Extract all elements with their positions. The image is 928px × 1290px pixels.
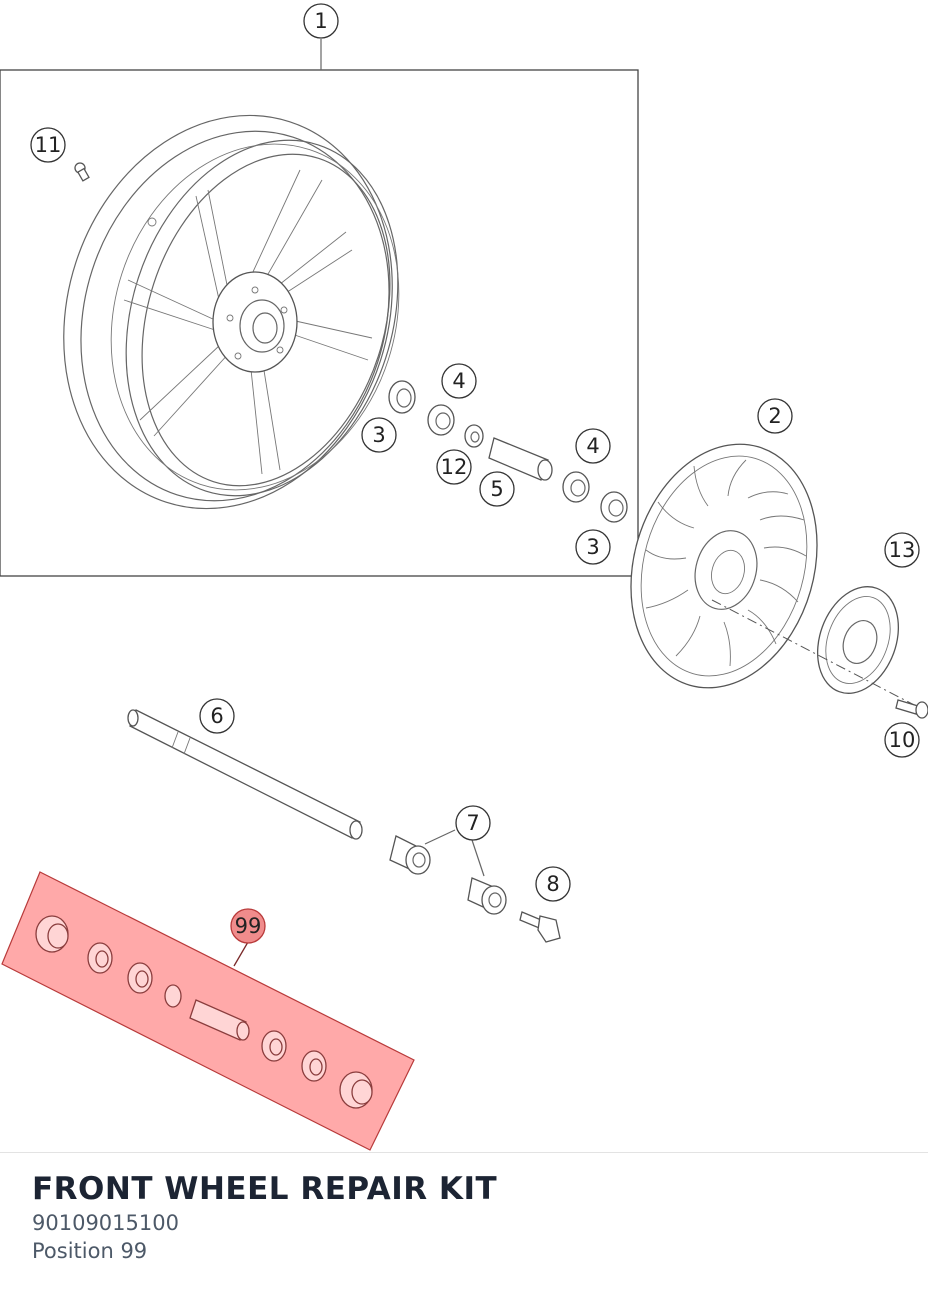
- exploded-parts-diagram: 1 11 4 3 12 5 4 3 2 13 10 6: [0, 3, 928, 1151]
- callout-1[interactable]: 1: [303, 3, 339, 39]
- svg-text:3: 3: [372, 423, 385, 447]
- wheel-axle[interactable]: [127, 709, 363, 840]
- front-wheel[interactable]: [14, 72, 443, 551]
- callout-12[interactable]: 12: [436, 449, 472, 485]
- part-number: 90109015100: [32, 1211, 179, 1235]
- callout-6[interactable]: 6: [199, 698, 235, 734]
- spacer-bushings[interactable]: [389, 835, 507, 915]
- axle-bolt[interactable]: [519, 911, 561, 943]
- part-caption: FRONT WHEEL REPAIR KIT 90109015100 Posit…: [0, 1152, 928, 1290]
- svg-text:10: 10: [889, 728, 916, 752]
- svg-text:6: 6: [210, 704, 223, 728]
- callout-8[interactable]: 8: [535, 866, 571, 902]
- svg-text:13: 13: [889, 538, 916, 562]
- callout-3-bottom[interactable]: 3: [575, 529, 611, 565]
- svg-text:4: 4: [586, 434, 599, 458]
- svg-text:2: 2: [768, 404, 781, 428]
- callout-4-top[interactable]: 4: [441, 363, 477, 399]
- brake-disc[interactable]: [603, 422, 844, 710]
- callout-4-bottom[interactable]: 4: [575, 428, 611, 464]
- svg-text:3: 3: [586, 535, 599, 559]
- wheel-bearing-set[interactable]: [388, 380, 628, 523]
- svg-text:5: 5: [490, 477, 503, 501]
- svg-text:12: 12: [441, 455, 468, 479]
- callout-13[interactable]: 13: [884, 532, 920, 568]
- callout-5[interactable]: 5: [479, 471, 515, 507]
- wheel-assembly-frame: [0, 69, 639, 577]
- callout-2[interactable]: 2: [757, 398, 793, 434]
- valve-part[interactable]: [74, 162, 90, 182]
- sensor-ring[interactable]: [803, 575, 912, 704]
- svg-text:1: 1: [314, 9, 327, 33]
- disc-bolt[interactable]: [895, 699, 928, 719]
- repair-kit-highlight-box[interactable]: [1, 871, 415, 1151]
- part-position: Position 99: [32, 1239, 148, 1263]
- svg-text:7: 7: [466, 811, 479, 835]
- callout-10[interactable]: 10: [884, 722, 920, 758]
- svg-text:11: 11: [35, 133, 62, 157]
- callout-99-highlighted[interactable]: 99: [230, 908, 266, 944]
- svg-text:4: 4: [452, 369, 465, 393]
- callout-3-top[interactable]: 3: [361, 417, 397, 453]
- svg-text:99: 99: [235, 914, 262, 938]
- callout-7[interactable]: 7: [455, 805, 491, 841]
- center-axis-line: [711, 599, 921, 709]
- part-title: FRONT WHEEL REPAIR KIT: [32, 1171, 498, 1207]
- callout-11[interactable]: 11: [30, 127, 66, 163]
- svg-text:8: 8: [546, 872, 559, 896]
